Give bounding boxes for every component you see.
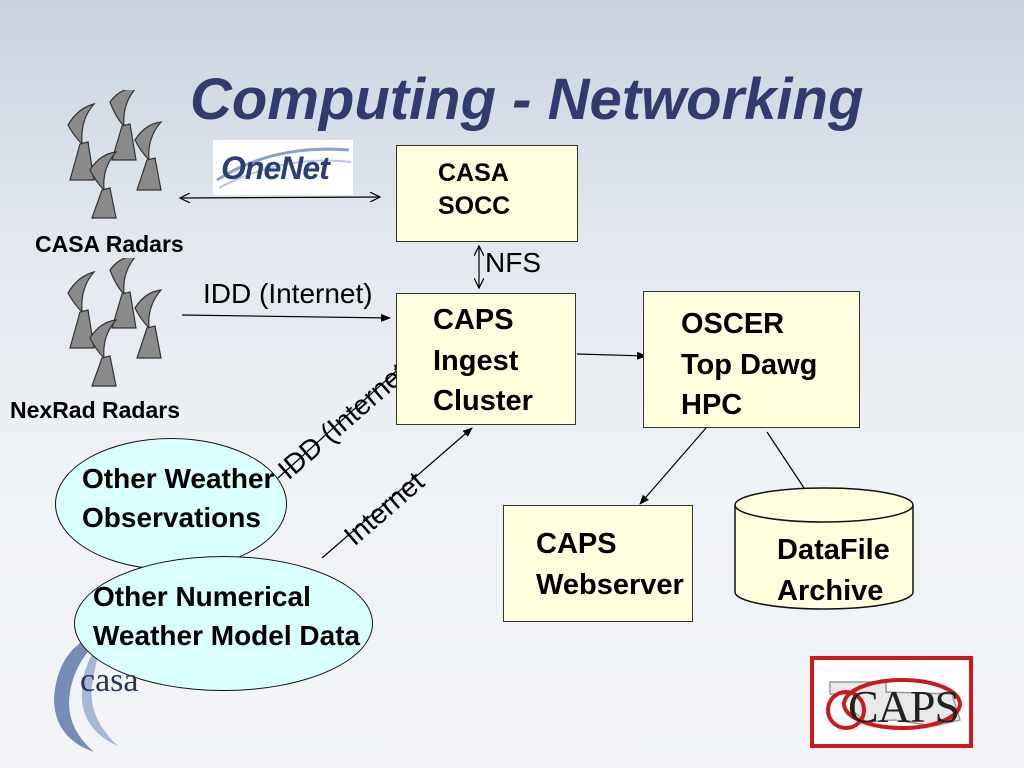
caps-logo-text: CAPS	[848, 681, 960, 732]
oscer-to-webserver-line	[639, 427, 707, 505]
idd-internet-nexrad-label: IDD (Internet)	[203, 278, 373, 309]
onenet-logo-text: OneNet	[221, 150, 330, 186]
caps-ingest-text: CAPS Ingest Cluster	[433, 300, 533, 422]
oscer-line: HPC	[681, 389, 743, 422]
other-weather-line: Other Weather	[82, 463, 275, 494]
caps-webserver-line: CAPS	[536, 528, 617, 560]
caps-webserver-text: CAPS Webserver	[536, 524, 684, 605]
page-title: Computing - Networking	[190, 67, 864, 132]
model-to-ingest-line	[321, 427, 473, 559]
casa-socc-box	[396, 145, 578, 242]
caps-ingest-line: CAPS	[433, 304, 514, 336]
nexrad-to-ingest-line	[181, 313, 391, 322]
ingest-to-oscer-line	[576, 351, 647, 360]
datafile-archive-line: Archive	[777, 574, 884, 607]
caps-ingest-line: Ingest	[433, 344, 519, 377]
onenet-logo: OneNet	[213, 140, 353, 195]
other-weather-ellipse	[55, 438, 287, 570]
onenet-swoosh	[216, 147, 352, 189]
nfs-label: NFS	[485, 247, 541, 278]
oscer-line: Top Dawg	[681, 348, 818, 381]
oscer-line: OSCER	[681, 308, 785, 340]
oscer-box	[643, 291, 860, 428]
datafile-archive-text: DataFile Archive	[777, 530, 890, 611]
other-numerical-line: Weather Model Data	[93, 620, 361, 652]
nexrad-radars-label: NexRad Radars	[10, 397, 181, 423]
other-numerical-text: Other Numerical Weather Model Data	[93, 577, 360, 655]
oscer-text: OSCER Top Dawg HPC	[681, 304, 817, 426]
nexrad-radar-icon	[67, 258, 163, 387]
caps-webserver-line: Webserver	[536, 568, 684, 601]
other-numerical-ellipse	[74, 556, 373, 691]
casa-radar-icon	[67, 90, 163, 219]
onenet-link-line	[180, 197, 380, 198]
other-weather-line: Observations	[82, 502, 261, 534]
caps-ingest-box	[396, 293, 576, 425]
casa-logo-text: casa	[80, 662, 139, 699]
oscer-to-archive-line	[766, 431, 811, 498]
casa-socc-line: CASA	[438, 159, 509, 187]
caps-webserver-box	[503, 505, 693, 622]
casa-radars-label: CASA Radars	[35, 231, 184, 257]
other-weather-text: Other Weather Observations	[82, 459, 274, 537]
obs-to-ingest-line	[277, 364, 404, 479]
datafile-archive-cylinder	[734, 487, 914, 610]
casa-socc-text: CASA SOCC	[438, 157, 510, 222]
datafile-archive-line: DataFile	[777, 534, 890, 566]
casa-socc-line: SOCC	[438, 191, 511, 220]
caps-logo: CAPS	[810, 656, 973, 748]
other-numerical-line: Other Numerical	[93, 581, 311, 612]
oklahoma-map-icon	[826, 678, 962, 730]
caps-ingest-line: Cluster	[433, 385, 533, 418]
casa-logo-swoosh	[54, 628, 118, 752]
